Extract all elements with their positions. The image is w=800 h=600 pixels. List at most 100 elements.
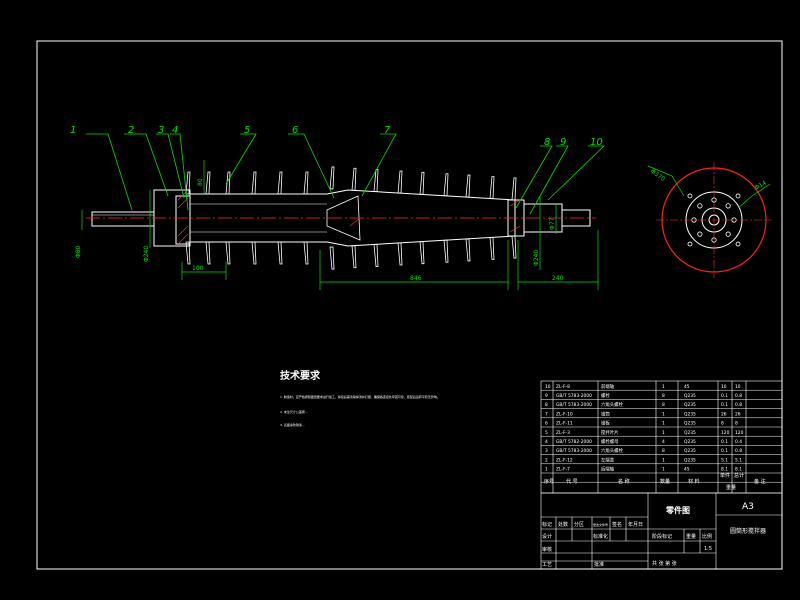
bom-cell-no: 8 <box>545 402 548 408</box>
blades-bottom <box>185 235 517 270</box>
bom-h-remark: 备 注 <box>754 478 766 485</box>
blades-top <box>185 166 517 201</box>
dim-blade-width: 80 <box>197 178 204 186</box>
blade-bottom <box>419 241 425 265</box>
mount-hole <box>735 193 741 199</box>
bom-cell-name: 锥筒 <box>601 410 610 417</box>
blade-bottom <box>511 235 517 259</box>
title-block-labels: 标记 处数 分区 更改文件号 签名 年月日 设计 标准化 阶段标记 重量 比例 … <box>542 521 712 568</box>
blade-bottom <box>329 246 335 270</box>
bom-cell-tw: 0.8 <box>735 402 742 408</box>
bom-h-weight: 重量 <box>726 484 736 491</box>
dim-end-length: 240 <box>552 275 564 282</box>
balloon-4: 4 <box>172 125 178 136</box>
agitator-side-view: Φ370 Φ14 <box>647 162 772 278</box>
left-shaft <box>91 211 155 227</box>
bom-cell-no: 2 <box>545 457 548 463</box>
blade-top <box>397 170 403 194</box>
tb-stage: 阶段标记 <box>652 533 672 540</box>
bom-cell-code: ZL-F-8 <box>556 384 570 390</box>
bom-cell-material: 45 <box>684 384 690 390</box>
bom-cell-qty: 4 <box>662 439 665 445</box>
inner-cone <box>326 195 361 241</box>
blade-bottom <box>225 241 231 265</box>
bom-cell-tw: 8 <box>735 421 738 427</box>
bom-cell-material: Q235 <box>684 393 696 399</box>
bom-cell-code: GB/T 5783-2000 <box>556 402 592 408</box>
bom-header: 序号 代 号 名 称 数量 材 料 单件 总计 重量 备 注 <box>544 472 766 491</box>
blade-bottom <box>443 239 449 263</box>
blade-top <box>465 174 471 198</box>
bom-cell-qty: 1 <box>662 430 665 436</box>
bom-cell-uw: 5.1 <box>721 457 728 463</box>
title-block <box>540 492 783 570</box>
bom-cell-material: Q235 <box>684 411 696 417</box>
bom-cell-no: 10 <box>545 384 551 390</box>
bolt-hole <box>725 203 731 209</box>
bom-cell-name: 搅拌叶片 <box>601 429 619 436</box>
bom-cell-code: GB/T 5782-2000 <box>556 439 592 445</box>
blade-top <box>489 176 495 199</box>
blade-top <box>205 171 211 195</box>
bom-cell-uw: 26 <box>721 411 727 417</box>
bom-cell-code: ZL-F-11 <box>556 421 573 427</box>
tb-ratio: 比例 <box>702 533 712 540</box>
blade-bottom <box>251 241 257 265</box>
part-balloons <box>86 133 605 215</box>
bom-cell-no: 3 <box>545 448 548 454</box>
bom-cell-uw: 10 <box>721 384 727 390</box>
balloon-10: 10 <box>590 137 603 148</box>
bolt-hole <box>697 231 703 237</box>
tb-marking: 标记 <box>542 521 552 528</box>
blade-top <box>225 171 231 195</box>
bom-cell-code: ZL-F-7 <box>556 467 570 473</box>
bom-cell-tw: 0.4 <box>735 439 742 445</box>
bom-cell-uw: 0.1 <box>721 402 728 408</box>
bom-h-total: 总计 <box>734 472 744 479</box>
balloon-6: 6 <box>292 125 298 136</box>
blade-top <box>443 173 449 197</box>
tb-zone: 分区 <box>574 521 584 528</box>
blade-bottom <box>397 242 403 266</box>
blade-top <box>277 171 283 195</box>
bom-cell-tw: 26 <box>735 411 741 417</box>
bom-cell-name: 六角头螺栓 <box>601 401 624 408</box>
bom-cell-material: Q235 <box>684 457 696 463</box>
part-name: 圆筒形搅拌器 <box>730 527 766 535</box>
blade-bottom <box>205 241 211 265</box>
bom-cell-code: ZL-F-3 <box>556 430 570 436</box>
bom-h-code: 代 号 <box>566 478 578 485</box>
tb-process: 工艺 <box>542 562 552 568</box>
bom-cell-name: 六角头螺栓 <box>601 447 624 454</box>
bom-cell-no: 9 <box>545 393 548 399</box>
balloon-2: 2 <box>128 125 134 136</box>
dim-circle-dia: Φ370 <box>649 168 666 183</box>
tb-review: 审核 <box>542 546 552 553</box>
bom-cell-tw: 120 <box>735 430 744 436</box>
bom-cell-qty: 1 <box>662 384 665 390</box>
bom-cell-name: 锥板 <box>601 420 610 427</box>
bom-cell-qty: 1 <box>662 421 665 427</box>
balloon-7: 7 <box>384 125 391 136</box>
blade-bottom <box>277 241 283 265</box>
bom-cell-name: 左端盖 <box>601 456 615 463</box>
blade-bottom <box>185 241 191 265</box>
balloon-1: 1 <box>70 125 76 136</box>
mount-hole <box>687 193 693 199</box>
blade-bottom <box>373 244 379 267</box>
blade-top <box>351 167 357 191</box>
bom-h-name: 名 称 <box>618 478 630 485</box>
dim-shaft-dia: Φ80 <box>75 245 82 258</box>
bom-cell-material: Q235 <box>684 430 696 436</box>
balloon-8: 8 <box>544 137 550 148</box>
bom-h-material: 材 料 <box>688 478 700 485</box>
bom-cell-qty: 8 <box>662 448 665 454</box>
blade-bottom <box>465 238 471 262</box>
bom-cell-uw: 8 <box>721 421 724 427</box>
blade-top <box>251 171 257 195</box>
bom-cell-no: 7 <box>545 411 548 417</box>
bolt-holes <box>687 193 741 247</box>
bom-cell-code: GB/T 5783-2000 <box>556 393 592 399</box>
